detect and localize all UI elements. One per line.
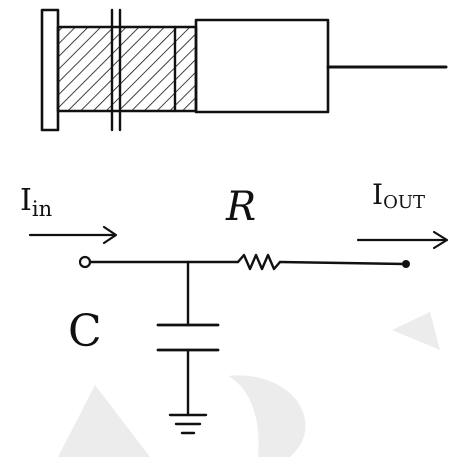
output-arrowhead — [432, 230, 449, 250]
output-current-label: IOUT — [372, 178, 425, 213]
input-arrowhead — [102, 225, 118, 245]
syringe-plunger-flange — [40, 8, 60, 132]
ground-symbol — [168, 413, 208, 435]
output-terminal — [402, 260, 410, 268]
resistor-label: R — [225, 184, 256, 230]
capacitor-label: C — [68, 306, 102, 357]
syringe-illustration — [40, 8, 448, 132]
output-current-subscript: OUT — [383, 192, 425, 213]
watermark — [58, 312, 440, 457]
input-current-subscript: in — [32, 197, 52, 221]
syringe-hatched-section — [58, 27, 196, 111]
input-current-label: Iin — [20, 183, 52, 221]
resistor — [236, 253, 282, 271]
rc-circuit: Iin R IOUT C — [20, 178, 449, 435]
input-terminal — [78, 255, 92, 269]
output-wire — [278, 260, 407, 266]
syringe-barrel — [194, 18, 330, 114]
